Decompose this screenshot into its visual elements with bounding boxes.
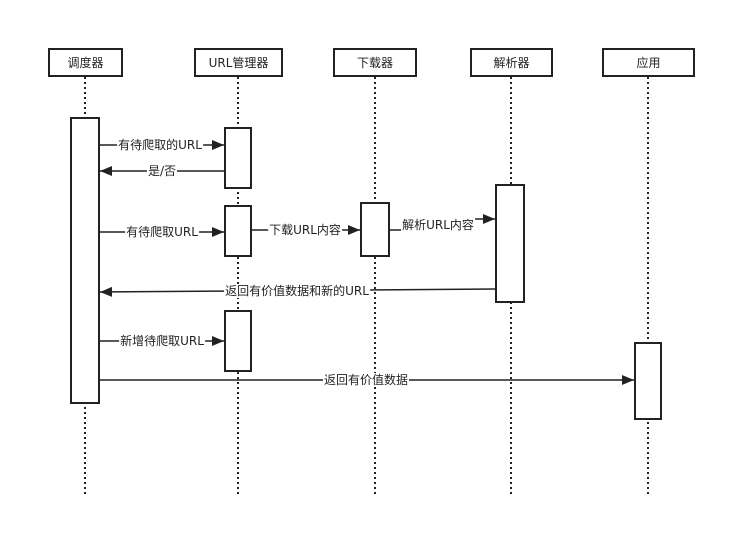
participant-url-manager: URL管理器 bbox=[194, 48, 283, 77]
activation-url-manager-2 bbox=[224, 205, 252, 257]
message-label: 解析URL内容 bbox=[401, 218, 475, 232]
message-label: 返回有价值数据 bbox=[322, 373, 410, 387]
participant-app: 应用 bbox=[602, 48, 695, 77]
message-label: 有待爬取的URL bbox=[117, 138, 203, 152]
activation-url-manager-3 bbox=[224, 310, 252, 372]
message-label: 下载URL内容 bbox=[268, 223, 342, 237]
activation-parser bbox=[495, 184, 525, 303]
activation-url-manager-1 bbox=[224, 127, 252, 189]
message-label: 返回有价值数据和新的URL bbox=[224, 284, 370, 298]
activation-downloader bbox=[360, 202, 390, 257]
message-label: 新增待爬取URL bbox=[119, 334, 205, 348]
activation-app bbox=[634, 342, 662, 420]
message-label: 是/否 bbox=[146, 164, 178, 178]
activation-scheduler bbox=[70, 117, 100, 404]
participant-scheduler: 调度器 bbox=[48, 48, 123, 77]
participant-parser: 解析器 bbox=[470, 48, 553, 77]
message-label: 有待爬取URL bbox=[125, 225, 199, 239]
participant-downloader: 下载器 bbox=[333, 48, 417, 77]
